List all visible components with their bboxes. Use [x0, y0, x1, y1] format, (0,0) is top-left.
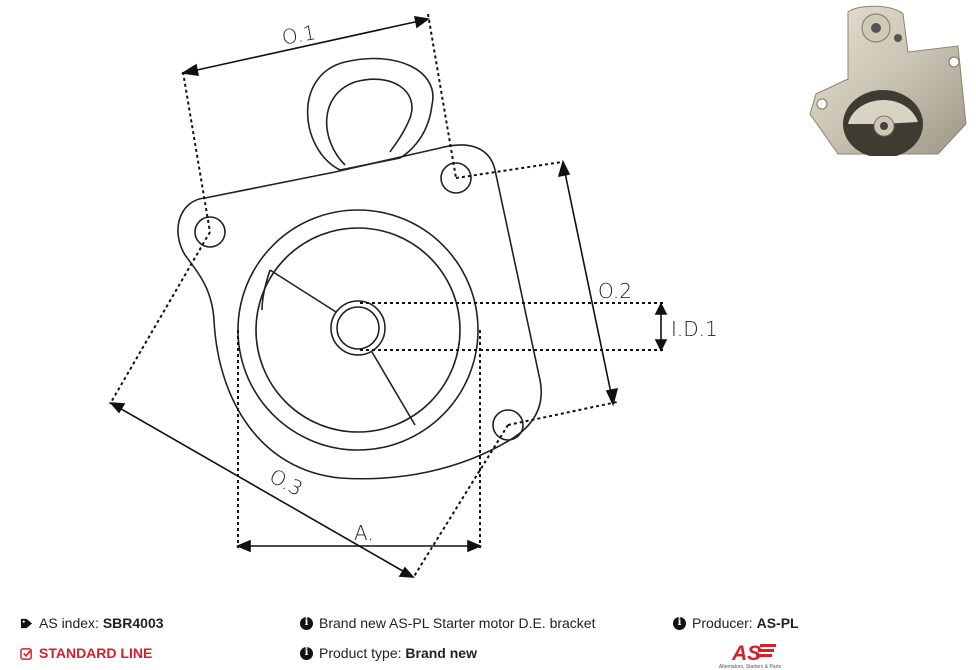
product-type-text: Product type: Brand new [319, 645, 477, 661]
product-type-value: Brand new [405, 645, 477, 661]
as-pl-logo: AS Alternators, Starters & Parts [719, 642, 782, 670]
dim-label-a: A. [354, 521, 374, 545]
info-circle-icon: i [300, 646, 313, 660]
mounting-hole-left [194, 216, 226, 248]
product-photo [809, 5, 967, 156]
producer-text: Producer: AS-PL [692, 615, 799, 631]
dim-arrow-o1 [187, 19, 425, 73]
bracket-technical-drawing: O.1 O.2 I.D.1 O.3 A. [109, 13, 718, 579]
info-circle-icon: i [673, 616, 686, 630]
producer-row: i Producer: AS-PL [673, 615, 799, 631]
bracket-top-lug-inner [325, 78, 413, 166]
dim-arrow-o2 [563, 167, 613, 399]
standard-line-row: STANDARD LINE [20, 645, 152, 661]
bracket-hub-inner [336, 306, 380, 350]
info-circle-icon: i [300, 616, 313, 630]
bracket-top-lug [306, 57, 434, 171]
dim-label-id1: I.D.1 [671, 317, 718, 341]
bracket-outer-ring [237, 209, 479, 451]
bracket-cutout [261, 269, 416, 426]
dim-label-o2: O.2 [598, 279, 632, 303]
as-index-row: AS index: SBR4003 [20, 615, 164, 631]
logo-text: AS [731, 642, 761, 665]
mounting-hole-top-right [440, 162, 472, 194]
logo-tagline: Alternators, Starters & Parts [719, 664, 782, 670]
as-index-value: SBR4003 [102, 615, 164, 631]
bracket-hub-outer [330, 300, 386, 356]
bracket-flange-outline [177, 144, 542, 480]
bracket-inner-ring [255, 227, 461, 433]
description-text: Brand new AS-PL Starter motor D.E. brack… [319, 615, 596, 631]
as-index-text: AS index: SBR4003 [39, 615, 164, 631]
tag-icon [20, 618, 33, 628]
checkbox-icon [20, 647, 32, 660]
producer-value: AS-PL [756, 615, 799, 631]
mounting-hole-bottom-right [492, 409, 524, 441]
standard-line-label: STANDARD LINE [39, 645, 153, 661]
description-row: i Brand new AS-PL Starter motor D.E. bra… [300, 615, 596, 631]
dim-label-o1: O.1 [280, 20, 318, 50]
product-type-row: i Product type: Brand new [300, 645, 477, 661]
